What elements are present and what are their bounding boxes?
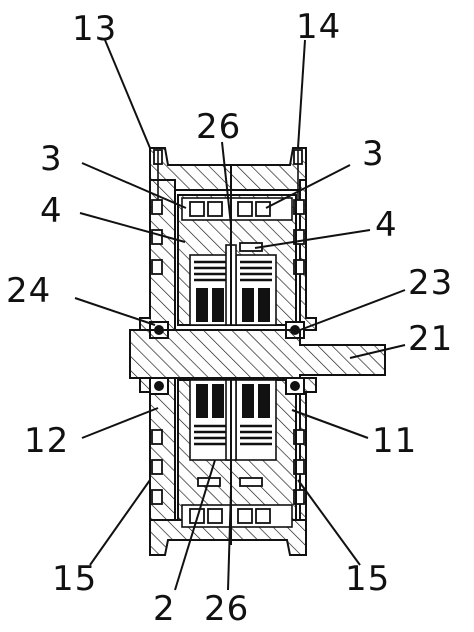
label-15-left: 15	[52, 559, 97, 599]
label-2: 2	[153, 589, 176, 629]
side-slots	[151, 199, 305, 505]
housing-bottom-cap	[149, 519, 307, 556]
callout-labels: 13 14 26 3 3 4 4 24 23 21 12 11 15 15 2 …	[6, 7, 453, 629]
housing	[139, 147, 317, 556]
label-11: 11	[372, 421, 417, 461]
label-3-right: 3	[362, 134, 385, 174]
inner-rotor-lower	[177, 379, 297, 528]
label-12: 12	[24, 421, 69, 461]
label-4-right: 4	[375, 205, 398, 245]
label-21: 21	[408, 319, 453, 359]
label-14: 14	[296, 7, 341, 47]
label-3-left: 3	[40, 139, 63, 179]
label-26-bottom: 26	[204, 589, 249, 629]
label-24: 24	[6, 271, 51, 311]
label-26-top: 26	[196, 107, 241, 147]
label-15-right: 15	[345, 559, 390, 599]
label-13: 13	[72, 9, 117, 49]
label-4-left: 4	[40, 191, 63, 231]
inner-rotor-upper	[177, 194, 297, 326]
main-shaft	[129, 329, 386, 379]
label-23: 23	[408, 263, 453, 303]
leader-lines	[74, 39, 406, 591]
